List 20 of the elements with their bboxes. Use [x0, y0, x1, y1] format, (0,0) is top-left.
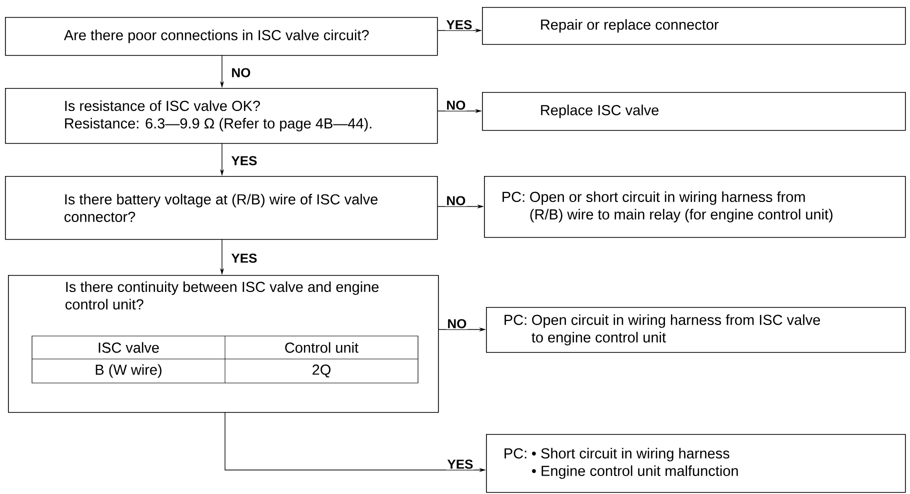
flow-box: Is there battery voltage at (R/B) wire of ISC valve connector?	[5, 176, 438, 240]
edge-label: NO	[230, 67, 252, 78]
edge-label: NO	[445, 100, 467, 111]
edge-label: NO	[445, 195, 467, 206]
edge-label: YES	[446, 458, 474, 470]
flow-box: PC: Open or short circuit in wiring harness from (R/B) wire to main relay (for engine control unit)	[484, 176, 906, 238]
edge-label: YES	[445, 19, 474, 30]
table-header: Control unit	[285, 342, 358, 353]
table-cell: 2Q	[312, 364, 330, 378]
table-cell: B (W wire)	[96, 364, 162, 378]
flow-box: Is resistance of ISC valve OK? Resistance: 6.3—9.9 Ω (Refer to page 4B—44).	[5, 88, 438, 144]
table-header: ISC valve	[98, 342, 159, 353]
edge-label: YES	[230, 155, 258, 166]
flow-box: Repair or replace connector	[482, 7, 906, 45]
edge-label: NO	[446, 318, 468, 330]
flow-box: Replace ISC valve	[482, 92, 906, 131]
edge-label: YES	[230, 252, 258, 264]
flow-box: Are there poor connections in ISC valve circuit?	[5, 17, 438, 56]
flow-box: PC: Open circuit in wiring harness from ISC valve to engine control unit	[486, 307, 906, 353]
flow-box: PC: • Short circuit in wiring harness • Engine control unit malfunction	[486, 434, 906, 493]
